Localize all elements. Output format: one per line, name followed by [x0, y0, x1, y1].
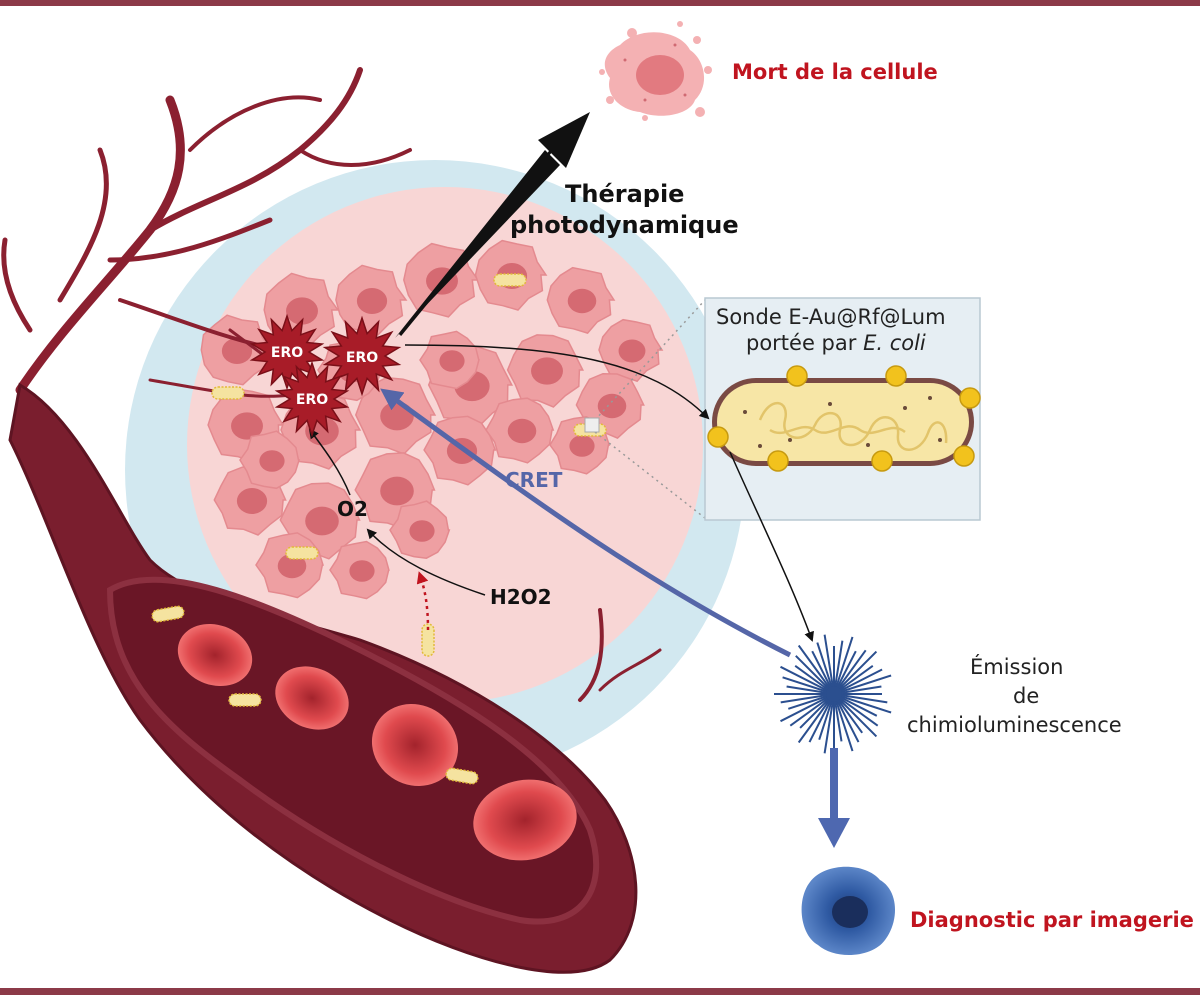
probe-carrier-prefix: portée par	[746, 331, 864, 355]
bacterium-icon	[151, 605, 185, 623]
tumor-cell-icon	[485, 397, 555, 464]
probe-label-line1: Sonde E-Au@Rf@Lum	[716, 305, 946, 329]
cell-death-label: Mort de la cellule	[732, 60, 938, 84]
imaging-arrow-head	[818, 818, 850, 848]
top-border	[0, 0, 1200, 6]
o2-label: O2	[337, 497, 368, 521]
therapy-label-line1: Thérapie	[565, 180, 685, 208]
bacterium-icon	[285, 546, 319, 560]
tumor-cell-icon	[389, 500, 451, 559]
bacterium-icon	[211, 386, 245, 400]
tumor-cell-icon	[335, 264, 408, 336]
chemiluminescence-burst-icon	[774, 634, 892, 754]
imaging-diagnosis-label: Diagnostic par imagerie	[910, 908, 1194, 932]
therapy-arrow-head	[538, 112, 590, 168]
flow-arrows	[308, 344, 814, 642]
probe-carrier-species: E. coli	[863, 331, 926, 355]
dead-cell-icon	[599, 21, 712, 121]
ero-burst-icon	[322, 315, 402, 397]
bacterium-probe-icon	[707, 365, 981, 472]
ero-label-2: ERO	[346, 350, 378, 366]
ero-label-3: ERO	[296, 392, 328, 408]
zoom-marker	[584, 417, 600, 433]
tumor-cell-icon	[546, 266, 616, 334]
cret-label: CRET	[505, 468, 563, 492]
tumor-cell-icon	[506, 334, 585, 408]
emission-label-line2: de	[1013, 684, 1040, 708]
ero-burst-icon	[274, 360, 350, 438]
ero-bursts	[249, 313, 402, 438]
bacterium-icon	[493, 273, 527, 287]
bottom-border	[0, 988, 1200, 995]
therapy-label-line2: photodynamique	[510, 211, 739, 239]
small-bacteria	[151, 273, 607, 785]
cret-arrow	[380, 388, 792, 658]
ero-label-1: ERO	[271, 345, 303, 361]
probe-label-line2: portée par E. coli	[746, 331, 926, 355]
bacterium-icon	[421, 623, 435, 657]
bacterium-icon	[228, 693, 262, 707]
red-blood-cells	[177, 623, 577, 861]
h2o2-label: H2O2	[490, 585, 552, 609]
emission-label-line3: chimioluminescence	[907, 713, 1122, 737]
tumor-cell-icon	[329, 540, 390, 600]
therapy-arrow-wedge	[395, 150, 560, 338]
h2o2-source-arrow	[416, 571, 430, 631]
bacterium-icon	[445, 767, 479, 785]
imaging-cell-icon	[801, 866, 896, 956]
tumor-cell-icon	[239, 430, 301, 490]
ero-burst-icon	[249, 313, 325, 391]
emission-label-line1: Émission	[970, 655, 1064, 679]
imaging-arrow-shaft	[830, 748, 838, 823]
